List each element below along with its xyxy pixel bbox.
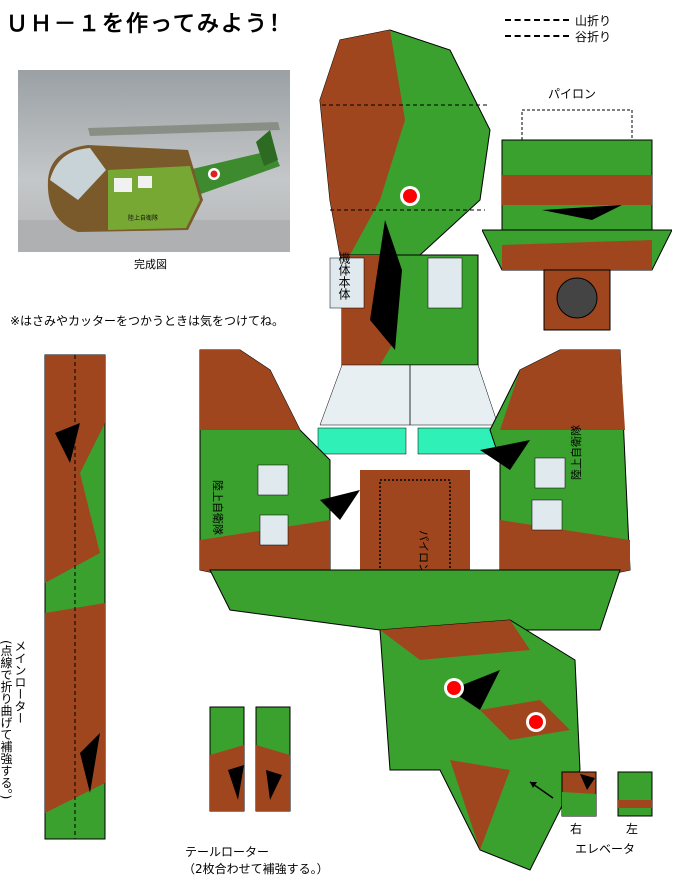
elevator-label: エレベータ	[575, 842, 636, 856]
tail-boom-brown-mid	[480, 700, 570, 740]
tail-black-stripe	[450, 670, 500, 710]
elevator-left-label: 左	[626, 822, 639, 836]
pylon-bottom-brown	[502, 240, 652, 270]
lower-green-band	[209, 569, 621, 631]
mountain-fold-legend: 山折り	[505, 12, 611, 28]
roundel-inner-tail-1	[447, 681, 461, 695]
photo-marking: 陸上自衛隊	[128, 214, 158, 222]
canopy-window-left	[317, 427, 407, 455]
helicopter-photo-illustration: 陸上自衛隊	[18, 122, 290, 252]
body-label: 機体本体	[337, 252, 351, 300]
body-cutout-sheet: 陸上自衛隊 陸上自衛隊 パイロン	[199, 29, 631, 871]
valley-fold-label: 谷折り	[575, 29, 612, 44]
pylon-center-label: パイロン	[417, 530, 430, 574]
right-window-1	[534, 457, 566, 489]
body-window-right	[427, 257, 463, 309]
left-side-brown-top	[200, 350, 300, 430]
elevator-left-brown	[618, 800, 652, 808]
tail-rotor-black-right	[266, 770, 282, 800]
pylon-brown-band	[502, 175, 652, 205]
elevator-right-label: 右	[570, 822, 583, 836]
mountain-fold-label: 山折り	[575, 13, 612, 28]
body-window-left	[329, 257, 365, 309]
tail-boom-brown-bottom	[450, 760, 510, 850]
fold-legend: 山折り 谷折り	[505, 12, 611, 44]
roundel-inner-tail-2	[529, 715, 543, 729]
right-marking: 陸上自衛隊	[569, 425, 583, 480]
main-rotor-black-1	[55, 423, 80, 463]
valley-fold-line	[505, 35, 569, 37]
pylon-label: パイロン	[548, 87, 597, 101]
right-black-stripe	[480, 440, 530, 470]
tail-rotor-note: （2枚合わせて補強する。）	[183, 862, 329, 876]
safety-note: ※はさみやカッターをつかうときは気をつけてね。	[10, 314, 285, 328]
right-window-2	[531, 499, 563, 531]
roundel-inner-top	[403, 189, 417, 203]
tail-rotor-cutout	[209, 706, 291, 812]
pylon-cutout	[482, 109, 672, 331]
main-rotor-cutout	[44, 354, 106, 840]
tail-rotor-black-left	[228, 765, 244, 800]
tail-boom-panel	[379, 619, 581, 871]
pylon-top-tab	[521, 109, 633, 141]
main-rotor-note: (点線で折り曲げて補強する。)	[0, 640, 13, 800]
elevator-cutout	[529, 771, 653, 817]
elevator-arrow-head	[530, 782, 537, 788]
elevator-left-part	[617, 771, 653, 817]
tail-rotor-brown-left	[210, 745, 244, 811]
photo-caption: 完成図	[134, 258, 167, 271]
left-black-stripe	[320, 490, 360, 520]
mountain-fold-line	[505, 19, 569, 21]
valley-fold-legend: 谷折り	[505, 28, 611, 44]
left-window-2	[259, 514, 289, 546]
main-rotor-black-2	[80, 733, 100, 793]
main-rotor-label: メインローター	[13, 640, 27, 724]
windshield-panel	[319, 364, 499, 426]
left-marking: 陸上自衛隊	[211, 480, 225, 535]
tail-boom-brown-top	[380, 620, 530, 660]
right-side-brown-top	[500, 350, 625, 430]
pylon-hub-circle	[556, 277, 598, 319]
finished-model-photo: 陸上自衛隊	[18, 70, 290, 252]
pylon-black-stripe	[542, 205, 622, 220]
body-nose-brown	[320, 30, 405, 255]
body-mid-black-stripe	[370, 220, 402, 350]
page-title: ＵＨ－１を作ってみよう！	[6, 12, 293, 37]
left-window-1	[257, 464, 289, 496]
tail-rotor-label: テールローター	[185, 845, 270, 859]
elevator-right-green	[562, 792, 596, 816]
elevator-right-black	[580, 774, 595, 790]
